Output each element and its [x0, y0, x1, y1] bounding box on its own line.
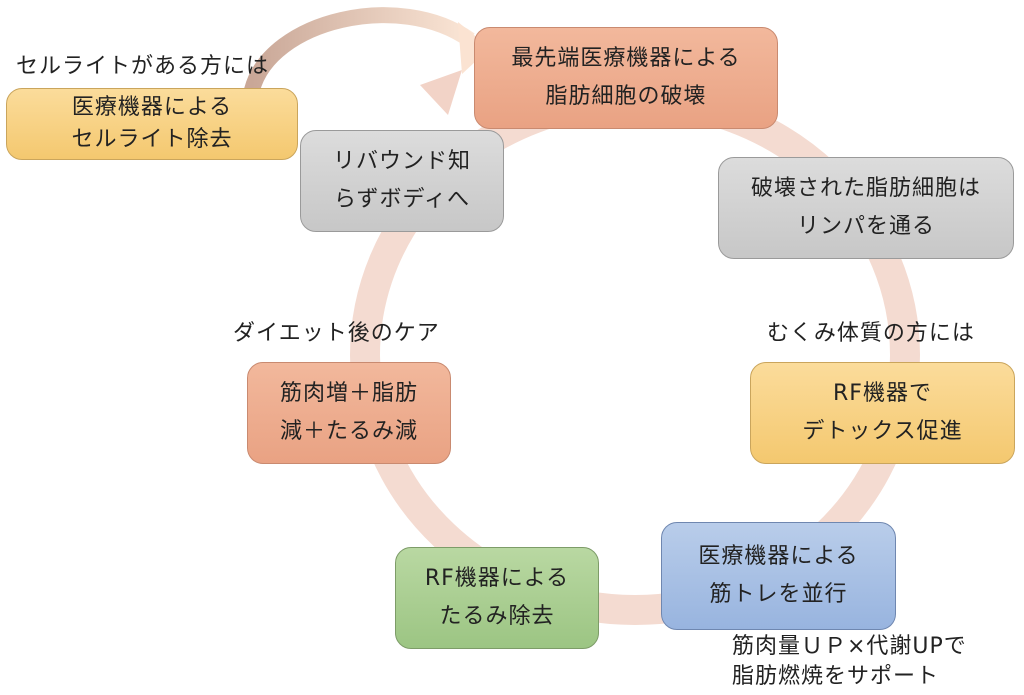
- cycle-arrowhead: [420, 70, 462, 115]
- label-aftercare: ダイエット後のケア: [233, 321, 440, 346]
- label-muscle: 筋肉量ＵＰ×代謝UPで 脂肪燃焼をサポート: [732, 634, 967, 689]
- step-text: RF機器で デトックス促進: [802, 381, 963, 444]
- step-sagging: RF機器による たるみ除去: [395, 547, 599, 649]
- step-lymph: 破壊された脂肪細胞は リンパを通る: [718, 157, 1014, 259]
- step-text: リバウンド知 らずボディへ: [332, 149, 471, 212]
- step-rebound: リバウンド知 らずボディへ: [300, 130, 504, 232]
- step-text: 筋肉増＋脂肪 減＋たるみ減: [279, 381, 418, 444]
- step-muscle: 医療機器による 筋トレを並行: [661, 522, 896, 630]
- step-fat-destruction: 最先端医療機器による 脂肪細胞の破壊: [474, 27, 778, 129]
- step-detox: RF機器で デトックス促進: [750, 362, 1015, 464]
- step-text: 最先端医療機器による 脂肪細胞の破壊: [511, 46, 741, 109]
- step-cellulite: 医療機器による セルライト除去: [6, 88, 298, 160]
- label-detox: むくみ体質の方には: [767, 321, 975, 346]
- label-cellulite: セルライトがある方には: [16, 54, 270, 79]
- step-text: 破壊された脂肪細胞は リンパを通る: [750, 176, 981, 239]
- cellulite-arrow: [244, 7, 475, 93]
- step-text: RF機器による たるみ除去: [424, 566, 570, 629]
- step-text: 医療機器による セルライト除去: [71, 95, 233, 152]
- step-text: 医療機器による 筋トレを並行: [698, 544, 859, 607]
- step-aftercare: 筋肉増＋脂肪 減＋たるみ減: [247, 362, 451, 464]
